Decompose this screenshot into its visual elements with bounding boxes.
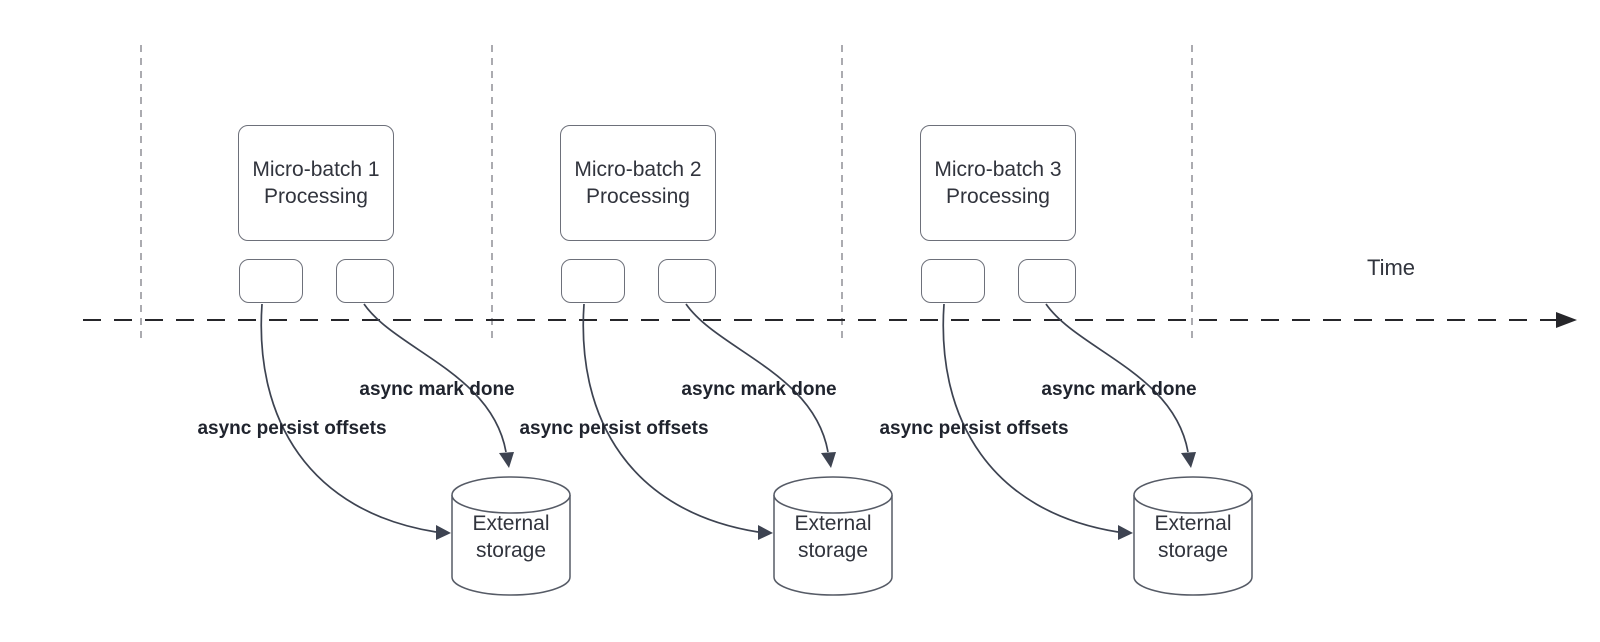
- micro-batch-2-group: Micro-batch 2 Processing async persist o…: [322, 0, 922, 642]
- persist-offsets-arrowhead: [758, 525, 773, 540]
- external-storage-label: External storage: [1154, 512, 1232, 562]
- time-axis-arrowhead: [1556, 312, 1577, 328]
- micro-batch-3-offsets-task-box: [921, 259, 985, 303]
- external-storage-cylinder-body: [1133, 495, 1253, 596]
- mark-done-arrow: [1045, 303, 1189, 453]
- micro-batch-1-group: Micro-batch 1 Processing async persist o…: [0, 0, 600, 642]
- external-storage-cylinder-body: [451, 495, 571, 596]
- micro-batch-1-done-task-box: [336, 259, 394, 303]
- micro-batch-3-group: Micro-batch 3 Processing async persist o…: [682, 0, 1282, 642]
- micro-batch-1-connectors: [260, 303, 571, 596]
- mark-done-arrow: [685, 303, 829, 453]
- external-storage-cylinder-top: [773, 476, 893, 514]
- micro-batch-3-connectors: [942, 303, 1253, 596]
- external-storage-cylinder-top: [1133, 476, 1253, 514]
- mark-done-arrowhead: [821, 452, 836, 468]
- external-storage-label: External storage: [794, 512, 872, 562]
- mark-done-arrow: [363, 303, 507, 453]
- persist-offsets-arrowhead: [436, 525, 451, 540]
- external-storage-cylinder-top: [451, 476, 571, 514]
- persist-offsets-arrowhead: [1118, 525, 1133, 540]
- persist-offsets-label: async persist offsets: [197, 418, 387, 439]
- time-axis-label: Time: [1366, 255, 1416, 280]
- micro-batch-3-processing-title: Micro-batch 3 Processing: [934, 158, 1062, 208]
- mark-done-arrowhead: [499, 452, 514, 468]
- persist-offsets-label: async persist offsets: [519, 418, 709, 439]
- mark-done-label: async mark done: [359, 379, 515, 400]
- micro-batch-1-offsets-task-box: [239, 259, 303, 303]
- micro-batch-3-done-task-box: [1018, 259, 1076, 303]
- micro-batch-2-offsets-task-box: [561, 259, 625, 303]
- mark-done-arrowhead: [1181, 452, 1196, 468]
- micro-batch-3-processing-box: Micro-batch 3 Processing: [920, 125, 1076, 241]
- mark-done-label: async mark done: [681, 379, 837, 400]
- micro-batch-1-processing-title: Micro-batch 1 Processing: [252, 158, 380, 208]
- micro-batch-2-processing-title: Micro-batch 2 Processing: [574, 158, 702, 208]
- external-storage-cylinder-body: [773, 495, 893, 596]
- micro-batch-2-connectors: [582, 303, 893, 596]
- micro-batch-2-processing-box: Micro-batch 2 Processing: [560, 125, 716, 241]
- persist-offsets-arrow: [942, 303, 1119, 533]
- persist-offsets-label: async persist offsets: [879, 418, 1069, 439]
- persist-offsets-arrow: [260, 303, 437, 533]
- micro-batch-1-processing-box: Micro-batch 1 Processing: [238, 125, 394, 241]
- mark-done-label: async mark done: [1041, 379, 1197, 400]
- external-storage-label: External storage: [472, 512, 550, 562]
- micro-batch-2-done-task-box: [658, 259, 716, 303]
- persist-offsets-arrow: [582, 303, 759, 533]
